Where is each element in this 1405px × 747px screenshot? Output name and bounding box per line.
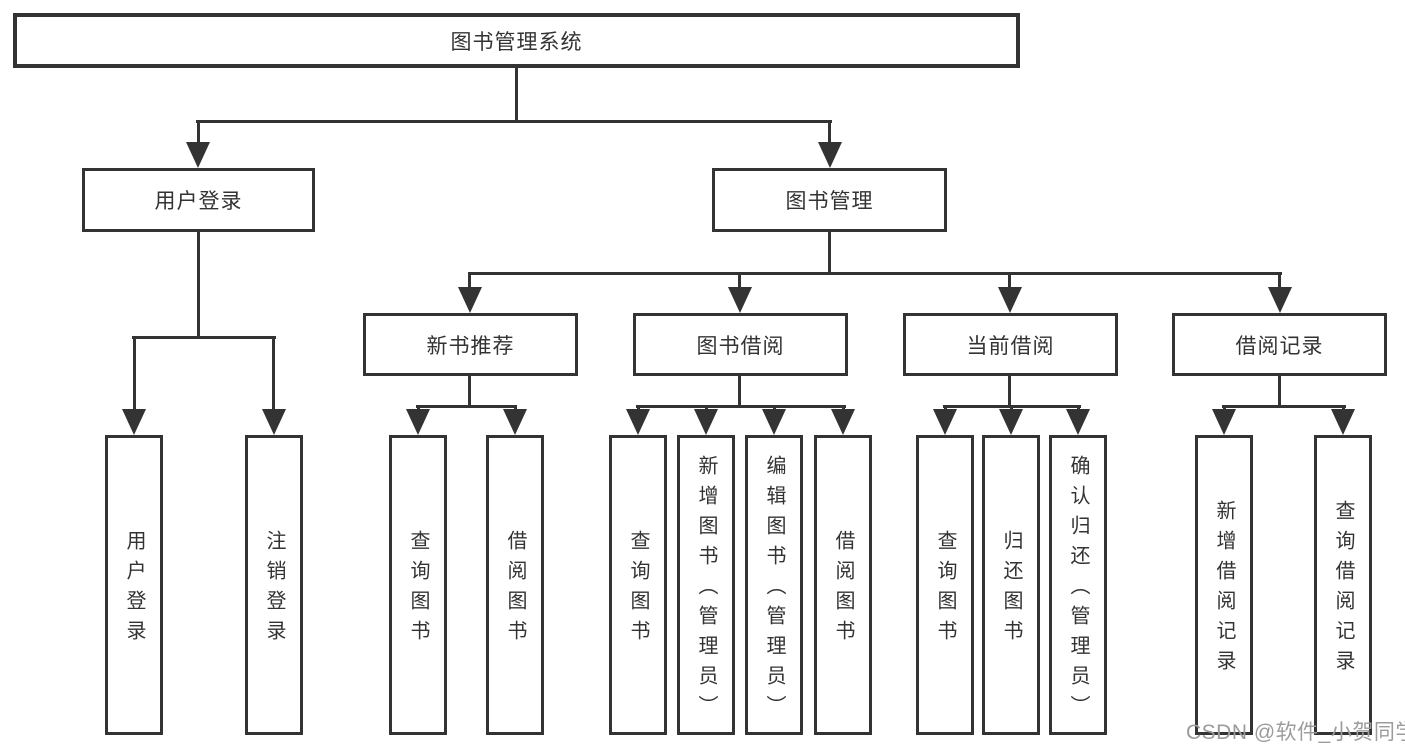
connector-new-book-rec-bus — [416, 405, 517, 408]
node-book-mgmt: 图书管理 — [712, 168, 947, 232]
connector-drop-logout-leaf — [272, 336, 275, 414]
leaf-borrow-books-2: 借阅图书 — [814, 435, 872, 735]
arrowhead-to-user-login — [186, 142, 210, 168]
node-user-login: 用户登录 — [82, 168, 315, 232]
leaf-borrow-books-2-label: 借阅图书 — [832, 530, 854, 650]
connector-drop-user-login — [197, 120, 200, 148]
node-root-label: 图书管理系统 — [450, 30, 583, 54]
leaf-query-books-1-label: 查询图书 — [407, 530, 429, 650]
leaf-query-borrow-record-label: 查询借阅记录 — [1332, 500, 1354, 680]
arrowhead-to-leaf — [1066, 409, 1090, 435]
leaf-query-books-2-label: 查询图书 — [627, 530, 649, 650]
arrowhead-to-borrow-records — [1268, 287, 1292, 313]
arrowhead-to-book-borrow — [728, 287, 752, 313]
leaf-query-books-3-label: 查询图书 — [934, 530, 956, 650]
leaf-add-borrow-record: 新增借阅记录 — [1195, 435, 1253, 735]
leaf-logout: 注销登录 — [245, 435, 303, 735]
csdn-watermark: CSDN @软件_小贺同学 — [1186, 721, 1405, 744]
connector-root-bus — [196, 120, 832, 123]
arrowhead-to-leaf — [933, 409, 957, 435]
connector-new-book-rec-stem — [468, 376, 471, 408]
connector-book-borrow-bus — [636, 405, 846, 408]
leaf-confirm-return-admin: 确认归还（管理员） — [1049, 435, 1107, 735]
arrowhead-to-current-borrow — [998, 287, 1022, 313]
arrowhead-to-book-mgmt — [818, 142, 842, 168]
node-book-borrow-label: 图书借阅 — [696, 334, 785, 358]
node-borrow-records-label: 借阅记录 — [1235, 334, 1324, 358]
connector-borrow-records-stem — [1278, 376, 1281, 408]
leaf-edit-books-admin: 编辑图书（管理员） — [745, 435, 803, 735]
connector-drop-current-borrow — [1008, 272, 1011, 292]
connector-book-mgmt-stem — [828, 232, 831, 275]
node-borrow-records: 借阅记录 — [1172, 313, 1387, 376]
leaf-query-books-2: 查询图书 — [609, 435, 667, 735]
node-book-borrow: 图书借阅 — [633, 313, 848, 376]
arrowhead-to-leaf — [694, 409, 718, 435]
arrowhead-to-login-leaf — [122, 409, 146, 435]
connector-book-mgmt-bus — [468, 272, 1282, 275]
connector-book-borrow-stem — [738, 376, 741, 408]
leaf-query-books-1: 查询图书 — [389, 435, 447, 735]
connector-drop-borrow-records — [1278, 272, 1281, 292]
leaf-add-books-admin: 新增图书（管理员） — [677, 435, 735, 735]
connector-user-login-bus — [132, 336, 276, 339]
arrowhead-to-leaf — [406, 409, 430, 435]
leaf-user-login-label: 用户登录 — [123, 530, 145, 650]
leaf-query-books-3: 查询图书 — [916, 435, 974, 735]
leaf-user-login: 用户登录 — [105, 435, 163, 735]
leaf-borrow-books-1: 借阅图书 — [486, 435, 544, 735]
leaf-logout-label: 注销登录 — [263, 530, 285, 650]
node-current-borrow: 当前借阅 — [903, 313, 1118, 376]
leaf-return-books: 归还图书 — [982, 435, 1040, 735]
arrowhead-to-leaf — [1331, 409, 1355, 435]
node-user-login-label: 用户登录 — [154, 190, 243, 213]
leaf-add-books-admin-label: 新增图书（管理员） — [695, 455, 717, 725]
arrowhead-to-leaf — [626, 409, 650, 435]
leaf-return-books-label: 归还图书 — [1000, 530, 1022, 650]
connector-borrow-records-bus — [1222, 405, 1346, 408]
connector-root-stem — [515, 68, 518, 123]
leaf-edit-books-admin-label: 编辑图书（管理员） — [763, 455, 785, 725]
node-new-book-rec-label: 新书推荐 — [426, 334, 515, 358]
arrowhead-to-leaf — [831, 409, 855, 435]
arrowhead-to-leaf — [503, 409, 527, 435]
connector-drop-login-leaf — [133, 336, 136, 414]
arrowhead-to-new-book-rec — [458, 287, 482, 313]
connector-drop-book-mgmt — [828, 120, 831, 148]
connector-current-borrow-stem — [1008, 376, 1011, 408]
arrowhead-to-leaf — [762, 409, 786, 435]
connector-drop-book-borrow — [738, 272, 741, 292]
arrowhead-to-leaf — [1212, 409, 1236, 435]
leaf-query-borrow-record: 查询借阅记录 — [1314, 435, 1372, 735]
node-current-borrow-label: 当前借阅 — [966, 334, 1055, 358]
node-new-book-rec: 新书推荐 — [363, 313, 578, 376]
connector-user-login-stem — [197, 232, 200, 339]
node-root: 图书管理系统 — [13, 13, 1020, 68]
connector-drop-new-book-rec — [468, 272, 471, 292]
arrowhead-to-logout-leaf — [262, 409, 286, 435]
leaf-confirm-return-admin-label: 确认归还（管理员） — [1067, 455, 1089, 725]
leaf-add-borrow-record-label: 新增借阅记录 — [1213, 500, 1235, 680]
leaf-borrow-books-1-label: 借阅图书 — [504, 530, 526, 650]
arrowhead-to-leaf — [999, 409, 1023, 435]
node-book-mgmt-label: 图书管理 — [785, 190, 874, 213]
